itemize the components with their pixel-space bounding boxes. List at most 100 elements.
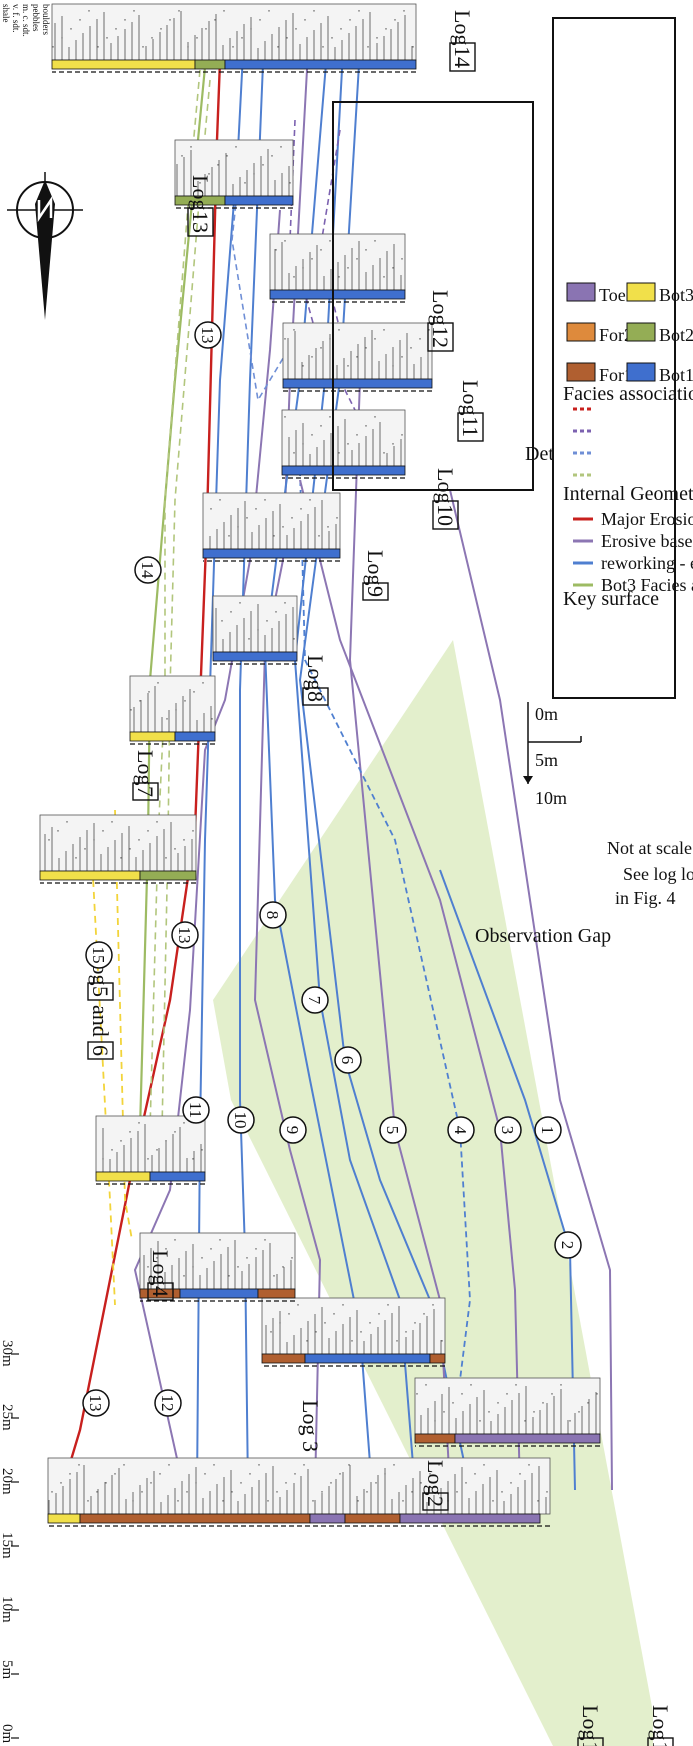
surface-marker-number: 1 [538,1126,557,1135]
surface-marker-number: 13 [86,1395,105,1412]
surface-marker-number: 6 [338,1056,357,1065]
surface-marker-13: 13 [82,1389,110,1417]
height-tick-label: 25m [0,1404,15,1431]
log-2-lithology [261,1297,446,1355]
surface-marker-number: 10 [231,1112,250,1129]
log-14-label-number: 14 [450,46,475,68]
log-15-grain-texture [51,1464,548,1502]
legend-facies-title: Facies associations [563,383,693,405]
log-4-lithology [95,1115,206,1173]
log-13-beds [176,149,290,196]
legend-frame [552,17,676,699]
log-1-grain-texture [416,1384,598,1422]
surface-line-2 [439,869,576,1491]
grain-size-label: m. c. sdt. [21,4,31,37]
log-11-facies-segment [282,378,433,389]
log-2-facies-segment [261,1353,306,1364]
log-3-facies-segment [257,1288,296,1299]
grain-size-label: pebbles [31,4,41,32]
log-14-grain-texture [52,10,414,48]
log-11-grain-texture [284,329,430,367]
surface-marker-6: 6 [334,1046,362,1074]
surface-marker-number: 4 [451,1126,470,1135]
legend-facies-label: Bot1 [659,365,693,385]
log-2-facies-segment [304,1353,431,1364]
log-4-label-number: 4 [148,1286,173,1297]
log-11-lithology [282,322,433,380]
log-5-6-label: Log5and6 [87,950,114,1060]
log-15-facies-segment [344,1513,401,1524]
surface-marker-8: 8 [259,901,287,929]
log-15-facies-segment [309,1513,346,1524]
legend-key-label: Bot3 Facies association [601,575,693,595]
surface-marker-14: 14 [134,556,162,584]
log-1-lithology [414,1377,601,1435]
log-5-6-grain-texture [48,821,194,859]
log-4-label-box [147,1282,174,1301]
surface-marker-number: 13 [198,327,217,344]
observation-gap-label: Observation Gap [475,925,611,947]
legend-facies-label: Bot3 [659,285,693,305]
log-13-label-prefix: Log [188,175,213,210]
log-2-label-prefix: Log [423,1460,448,1495]
log-9-label-box [362,582,389,601]
log-14-facies-segment [51,59,196,70]
log-5-6-label-number: 5 [88,986,113,997]
log-5-6-label-and: and [88,1005,113,1037]
log-12-label-box [427,322,454,352]
log-8-label-box [302,687,329,706]
log-3-facies-segment [179,1288,259,1299]
log-15-label-box [647,1737,674,1746]
surface-marker-number: 14 [138,562,157,580]
legend-facies-swatch [626,282,656,302]
log-10-label-box [432,500,459,530]
log-7-lithology [129,675,216,733]
log-12-beds [274,241,402,290]
legend-key-surface-title: Key surface [563,588,659,610]
legend-facies-swatch [566,282,596,302]
log-11-label-box [457,412,484,442]
log-12 [269,233,406,303]
legend-key-label: Erosive base [601,531,692,551]
surface-marker-number: 2 [558,1241,577,1250]
log-2-grain-texture [270,1304,443,1342]
surface-marker-10: 10 [227,1106,255,1134]
surface-marker-number: 9 [283,1126,302,1135]
scale-location-note: See log location [623,864,693,884]
log-11-label-prefix: Log [458,380,483,415]
log-7-grain-texture [130,682,213,720]
log-14-facies-segment [194,59,226,70]
log-8-facies-segment [212,651,298,662]
surface-line-1 [449,489,613,1491]
legend-facies-label: For1 [599,365,633,385]
log-9-beds [209,500,337,549]
log-2 [261,1297,446,1367]
log-11-beds [287,330,429,379]
legend-facies-swatch [566,322,596,342]
height-tick-label: 10m [0,1596,15,1623]
log-15-facies-segment [47,1513,81,1524]
log-8-label-prefix: Log [303,655,328,690]
surface-marker-number: 7 [305,996,324,1005]
legend-key-label: Major Erosion Surface [601,509,693,529]
log-5-6-label-number-2: 6 [88,1045,113,1056]
log-5-6-beds [44,822,193,871]
log-12-grain-texture [275,240,403,278]
log-9-grain-texture [210,499,338,537]
log-10-grain-texture [284,416,403,454]
surface-marker-12: 12 [154,1389,182,1417]
internal-green-dash-2 [161,79,211,1131]
log-13-label-box [187,207,214,237]
log-14-label-prefix: Log [450,10,475,45]
